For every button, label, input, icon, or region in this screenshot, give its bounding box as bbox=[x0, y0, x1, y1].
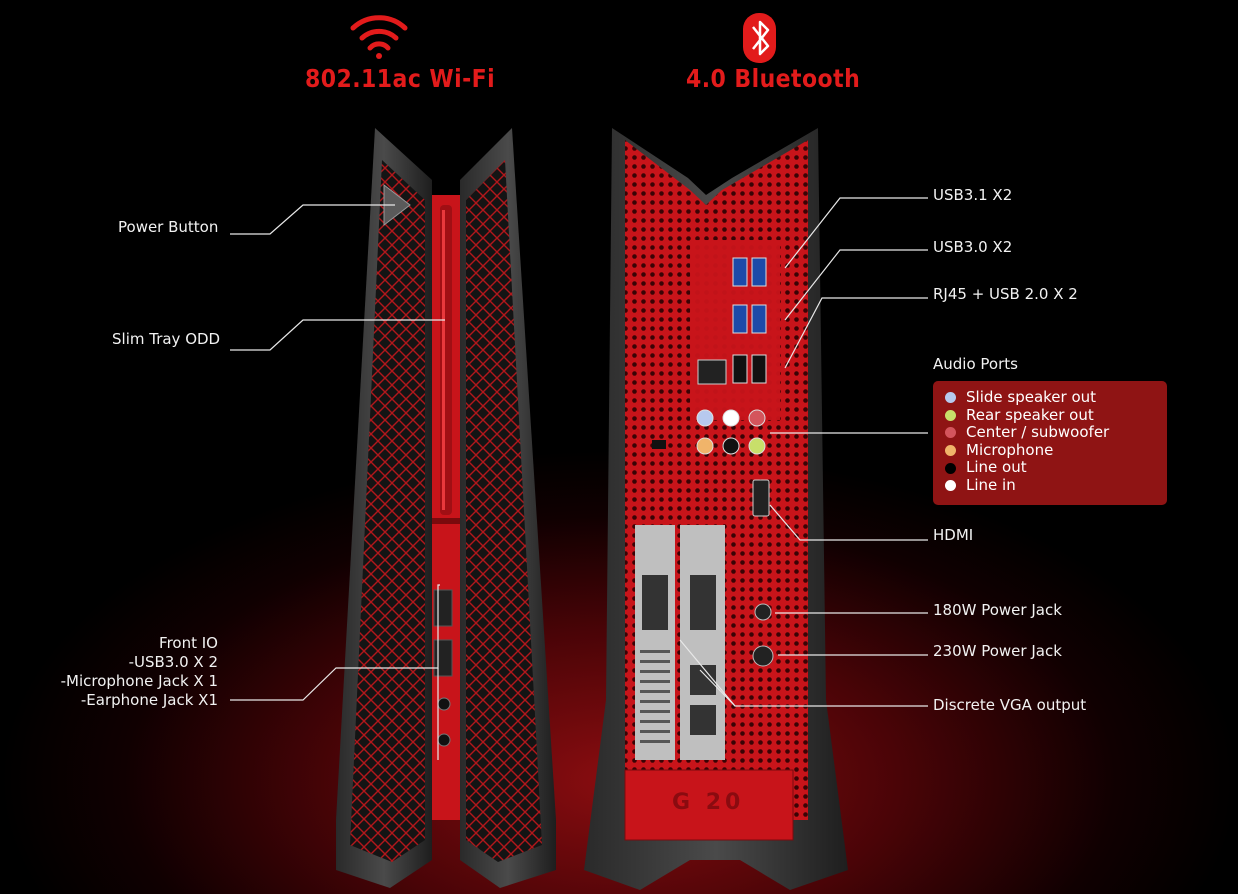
front-left-panel bbox=[336, 128, 432, 888]
audio-dot bbox=[945, 409, 956, 421]
power180-label: 180W Power Jack bbox=[933, 601, 1062, 619]
audio-dot bbox=[945, 462, 956, 474]
audio-port-label: Microphone bbox=[966, 440, 1054, 459]
bluetooth-title: 4.0 Bluetooth bbox=[686, 64, 861, 93]
slim-tray-line bbox=[230, 319, 445, 351]
vga-line-2 bbox=[699, 669, 736, 707]
front-center-strip bbox=[432, 195, 460, 820]
audio-port-item: Slide speaker out bbox=[945, 388, 1097, 407]
audio-dot bbox=[945, 392, 956, 404]
audio-port-label: Line out bbox=[966, 458, 1027, 477]
vga-label: Discrete VGA output bbox=[933, 696, 1087, 714]
rear-panel bbox=[584, 128, 848, 890]
audio-ports-legend: Slide speaker out Rear speaker out Cente… bbox=[933, 381, 1167, 505]
audio-port-item: Line in bbox=[945, 476, 1016, 495]
front-io-usb: -USB3.0 X 2 bbox=[128, 653, 218, 671]
audio-dot bbox=[945, 427, 956, 439]
front-io-title: Front IO bbox=[159, 634, 218, 652]
audio-port-item: Center / subwoofer bbox=[945, 424, 1109, 442]
front-io-mic: -Microphone Jack X 1 bbox=[60, 672, 218, 690]
rj45-line bbox=[784, 297, 928, 369]
hdmi-line bbox=[769, 504, 928, 541]
case-logo: G 20 bbox=[672, 790, 745, 815]
wifi-title: 802.11ac Wi-Fi bbox=[305, 64, 496, 93]
audio-ports-title: Audio Ports bbox=[933, 355, 1018, 373]
audio-port-item: Microphone bbox=[945, 440, 1054, 460]
audio-port-label: Rear speaker out bbox=[966, 405, 1094, 424]
hdmi-label: HDMI bbox=[933, 526, 974, 544]
audio-port-item: Line out bbox=[945, 459, 1027, 477]
audio-dot bbox=[945, 480, 956, 492]
power230-label: 230W Power Jack bbox=[933, 642, 1062, 660]
front-io-earphone: -Earphone Jack X1 bbox=[80, 691, 218, 709]
front-io-label: Front IO -USB3.0 X 2 -Microphone Jack X … bbox=[61, 634, 218, 710]
power-button-label: Power Button bbox=[118, 218, 219, 236]
audio-port-item: Rear speaker out bbox=[945, 405, 1094, 425]
power-button-line bbox=[230, 204, 395, 235]
audio-port-label: Center / subwoofer bbox=[966, 423, 1110, 442]
front-io-line bbox=[230, 584, 440, 701]
audio-port-label: Line in bbox=[966, 476, 1016, 494]
audio-port-label: Slide speaker out bbox=[966, 388, 1097, 406]
usb30-line bbox=[784, 249, 928, 321]
usb30-label: USB3.0 X2 bbox=[933, 238, 1013, 256]
usb31-line bbox=[784, 197, 928, 269]
usb31-label: USB3.1 X2 bbox=[933, 186, 1013, 204]
front-right-panel bbox=[460, 128, 556, 888]
audio-dot bbox=[945, 445, 956, 457]
slim-tray-label: Slim Tray ODD bbox=[112, 330, 221, 348]
rj45-label: RJ45 + USB 2.0 X 2 bbox=[933, 285, 1078, 303]
